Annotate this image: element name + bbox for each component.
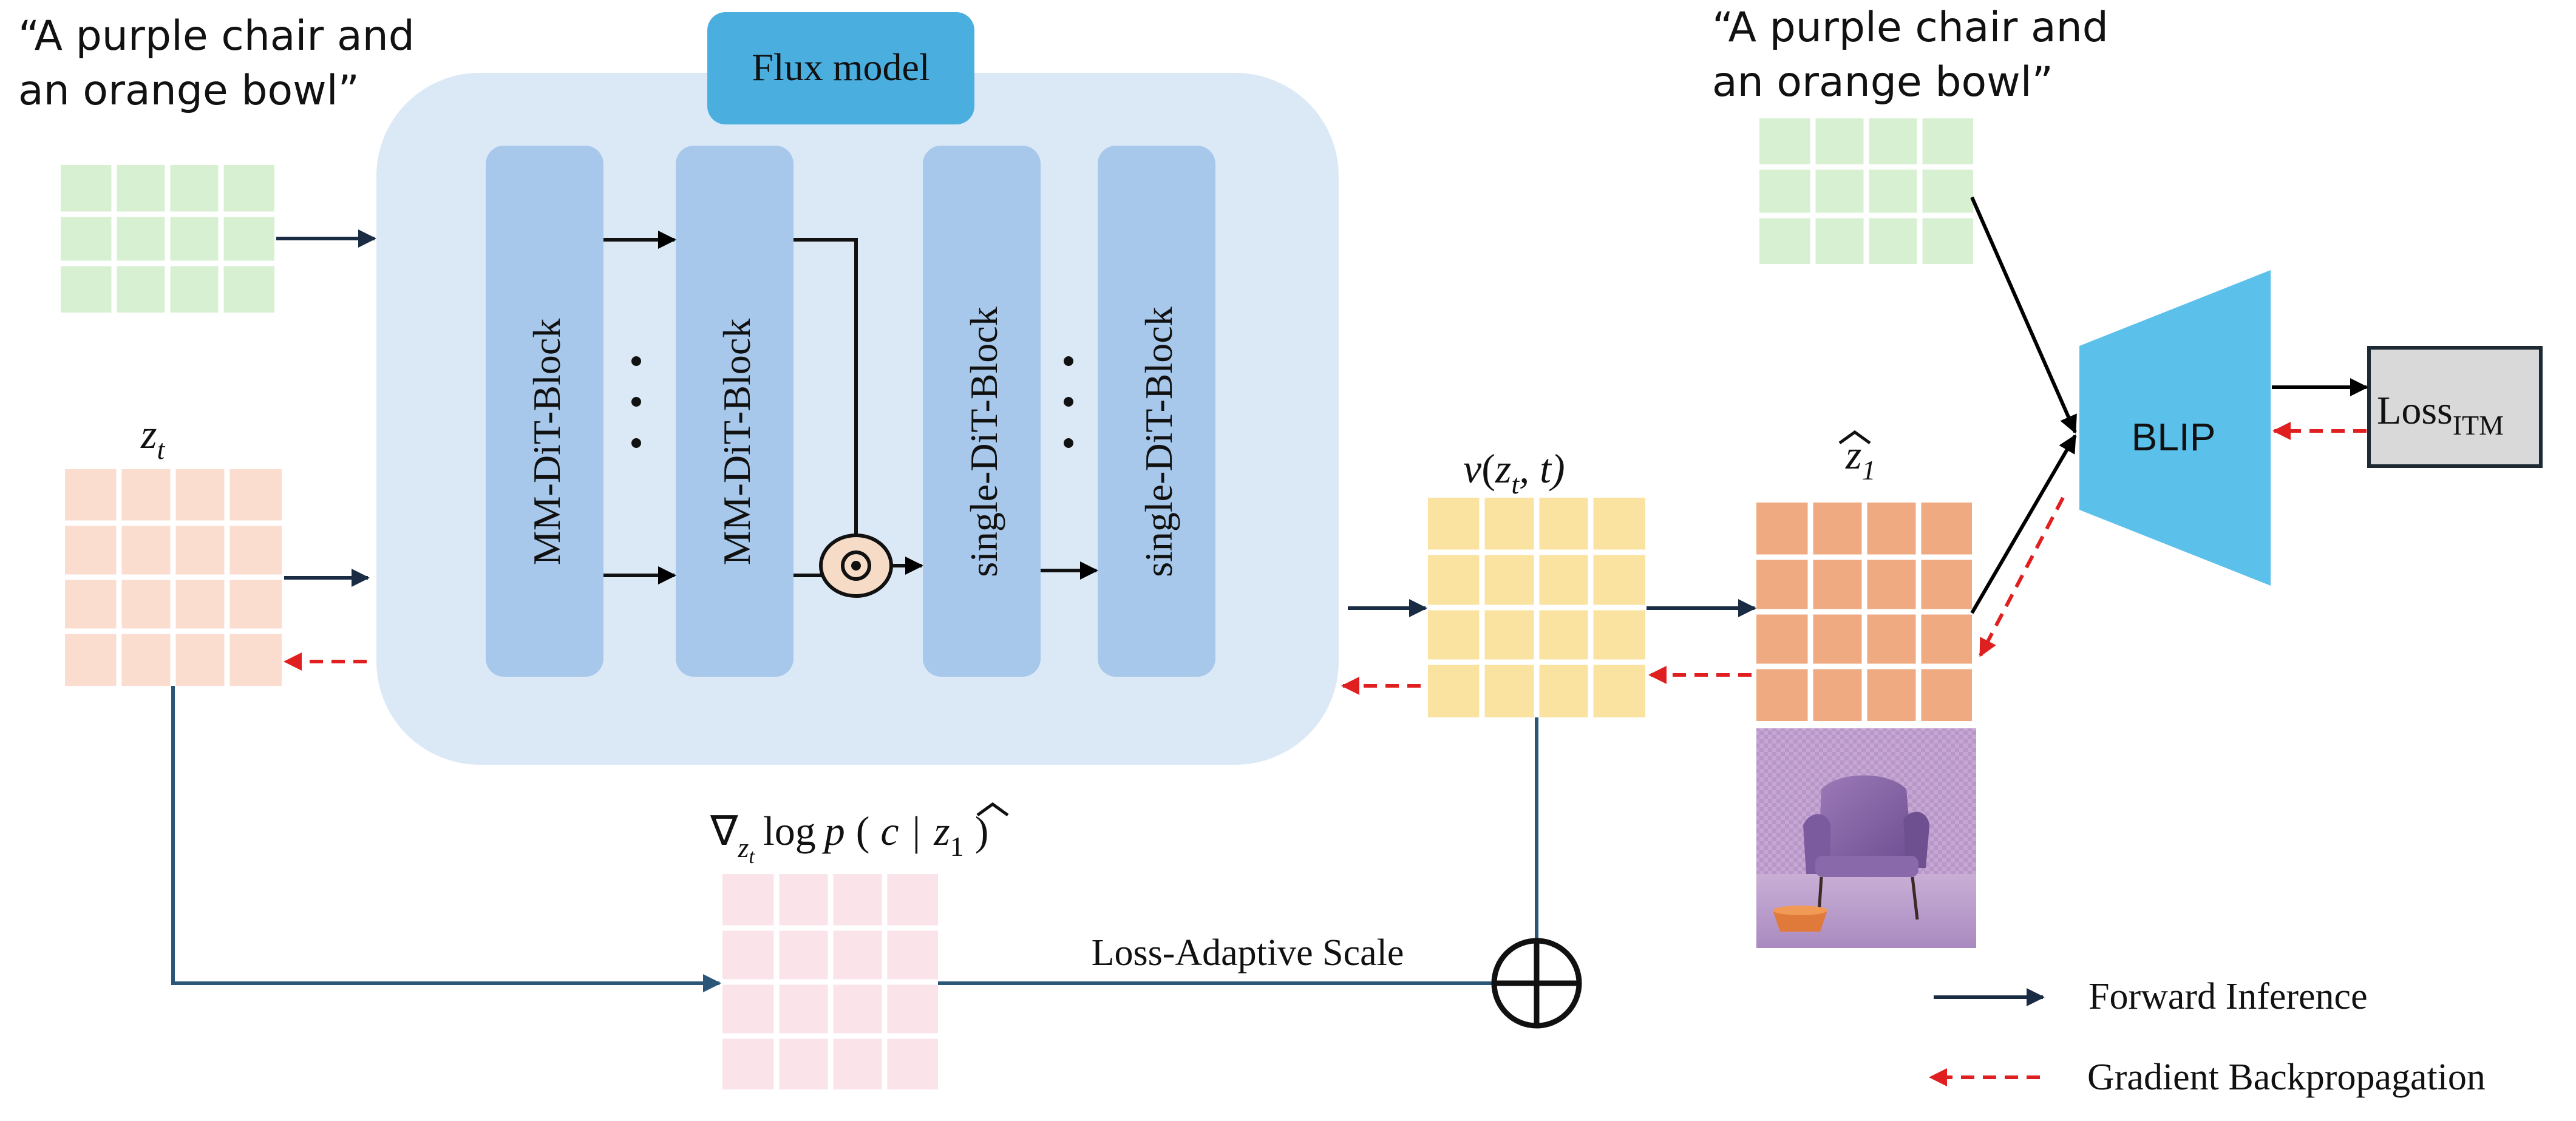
prompt-left-line2: an orange bowl” — [18, 67, 359, 115]
mm-dit-block-2 — [676, 146, 794, 677]
arrow-z1hat-to-blip — [1970, 434, 2077, 614]
sum-icon — [1491, 938, 1582, 1029]
arrow-zt-to-gradient — [171, 686, 721, 992]
gradient-grid — [722, 874, 938, 1089]
single-ellipsis — [1064, 356, 1073, 448]
zt-latent-grid — [65, 469, 282, 686]
z1hat-grid — [1756, 503, 1972, 721]
single-dit-block-2-label: single-DiT-Block — [1137, 306, 1180, 577]
gradient-term-hat-mark — [976, 802, 1009, 817]
flux-model-title: Flux model — [752, 46, 929, 89]
velocity-grid — [1428, 498, 1645, 717]
zt-label: zt — [140, 411, 165, 465]
legend-forward-label: Forward Inference — [2088, 976, 2368, 1017]
mm-dit-block-1 — [486, 146, 603, 677]
single-dit-block-2 — [1098, 146, 1215, 677]
velocity-label: v(zt, t) — [1463, 445, 1565, 500]
text-embedding-grid-left — [61, 165, 274, 313]
arrow-mm2-to-concat — [794, 238, 858, 540]
prompt-right-line1: “A purple chair and — [1712, 4, 2109, 52]
flux-model-title-box — [707, 12, 974, 124]
legend-gradient-label: Gradient Backpropagation — [2087, 1057, 2486, 1098]
text-embedding-grid-right — [1759, 118, 1973, 264]
single-dit-block-1 — [923, 146, 1041, 677]
generated-image-thumbnail — [1756, 728, 1976, 948]
z1hat-label: z1 — [1845, 432, 1875, 486]
prompt-right-line2: an orange bowl” — [1712, 58, 2053, 106]
concat-icon — [819, 533, 893, 598]
blip-module — [2079, 270, 2271, 586]
prompt-left-line1: “A purple chair and — [18, 12, 415, 60]
z1hat-hat-mark — [1838, 430, 1871, 445]
loss-adaptive-scale-label: Loss-Adaptive Scale — [1092, 932, 1404, 974]
mm-dit-block-2-label: MM-DiT-Block — [715, 319, 758, 566]
arrow-text-to-blip — [1970, 196, 2077, 434]
loss-itm-label: LossITM — [2377, 388, 2504, 441]
blip-label: BLIP — [2132, 415, 2216, 459]
loss-itm-box — [2367, 346, 2543, 468]
single-dit-block-1-label: single-DiT-Block — [962, 306, 1005, 577]
gradient-arrow-to-z1hat — [1979, 496, 2065, 657]
mm-dit-block-1-label: MM-DiT-Block — [525, 319, 568, 566]
mm-ellipsis — [631, 356, 641, 448]
